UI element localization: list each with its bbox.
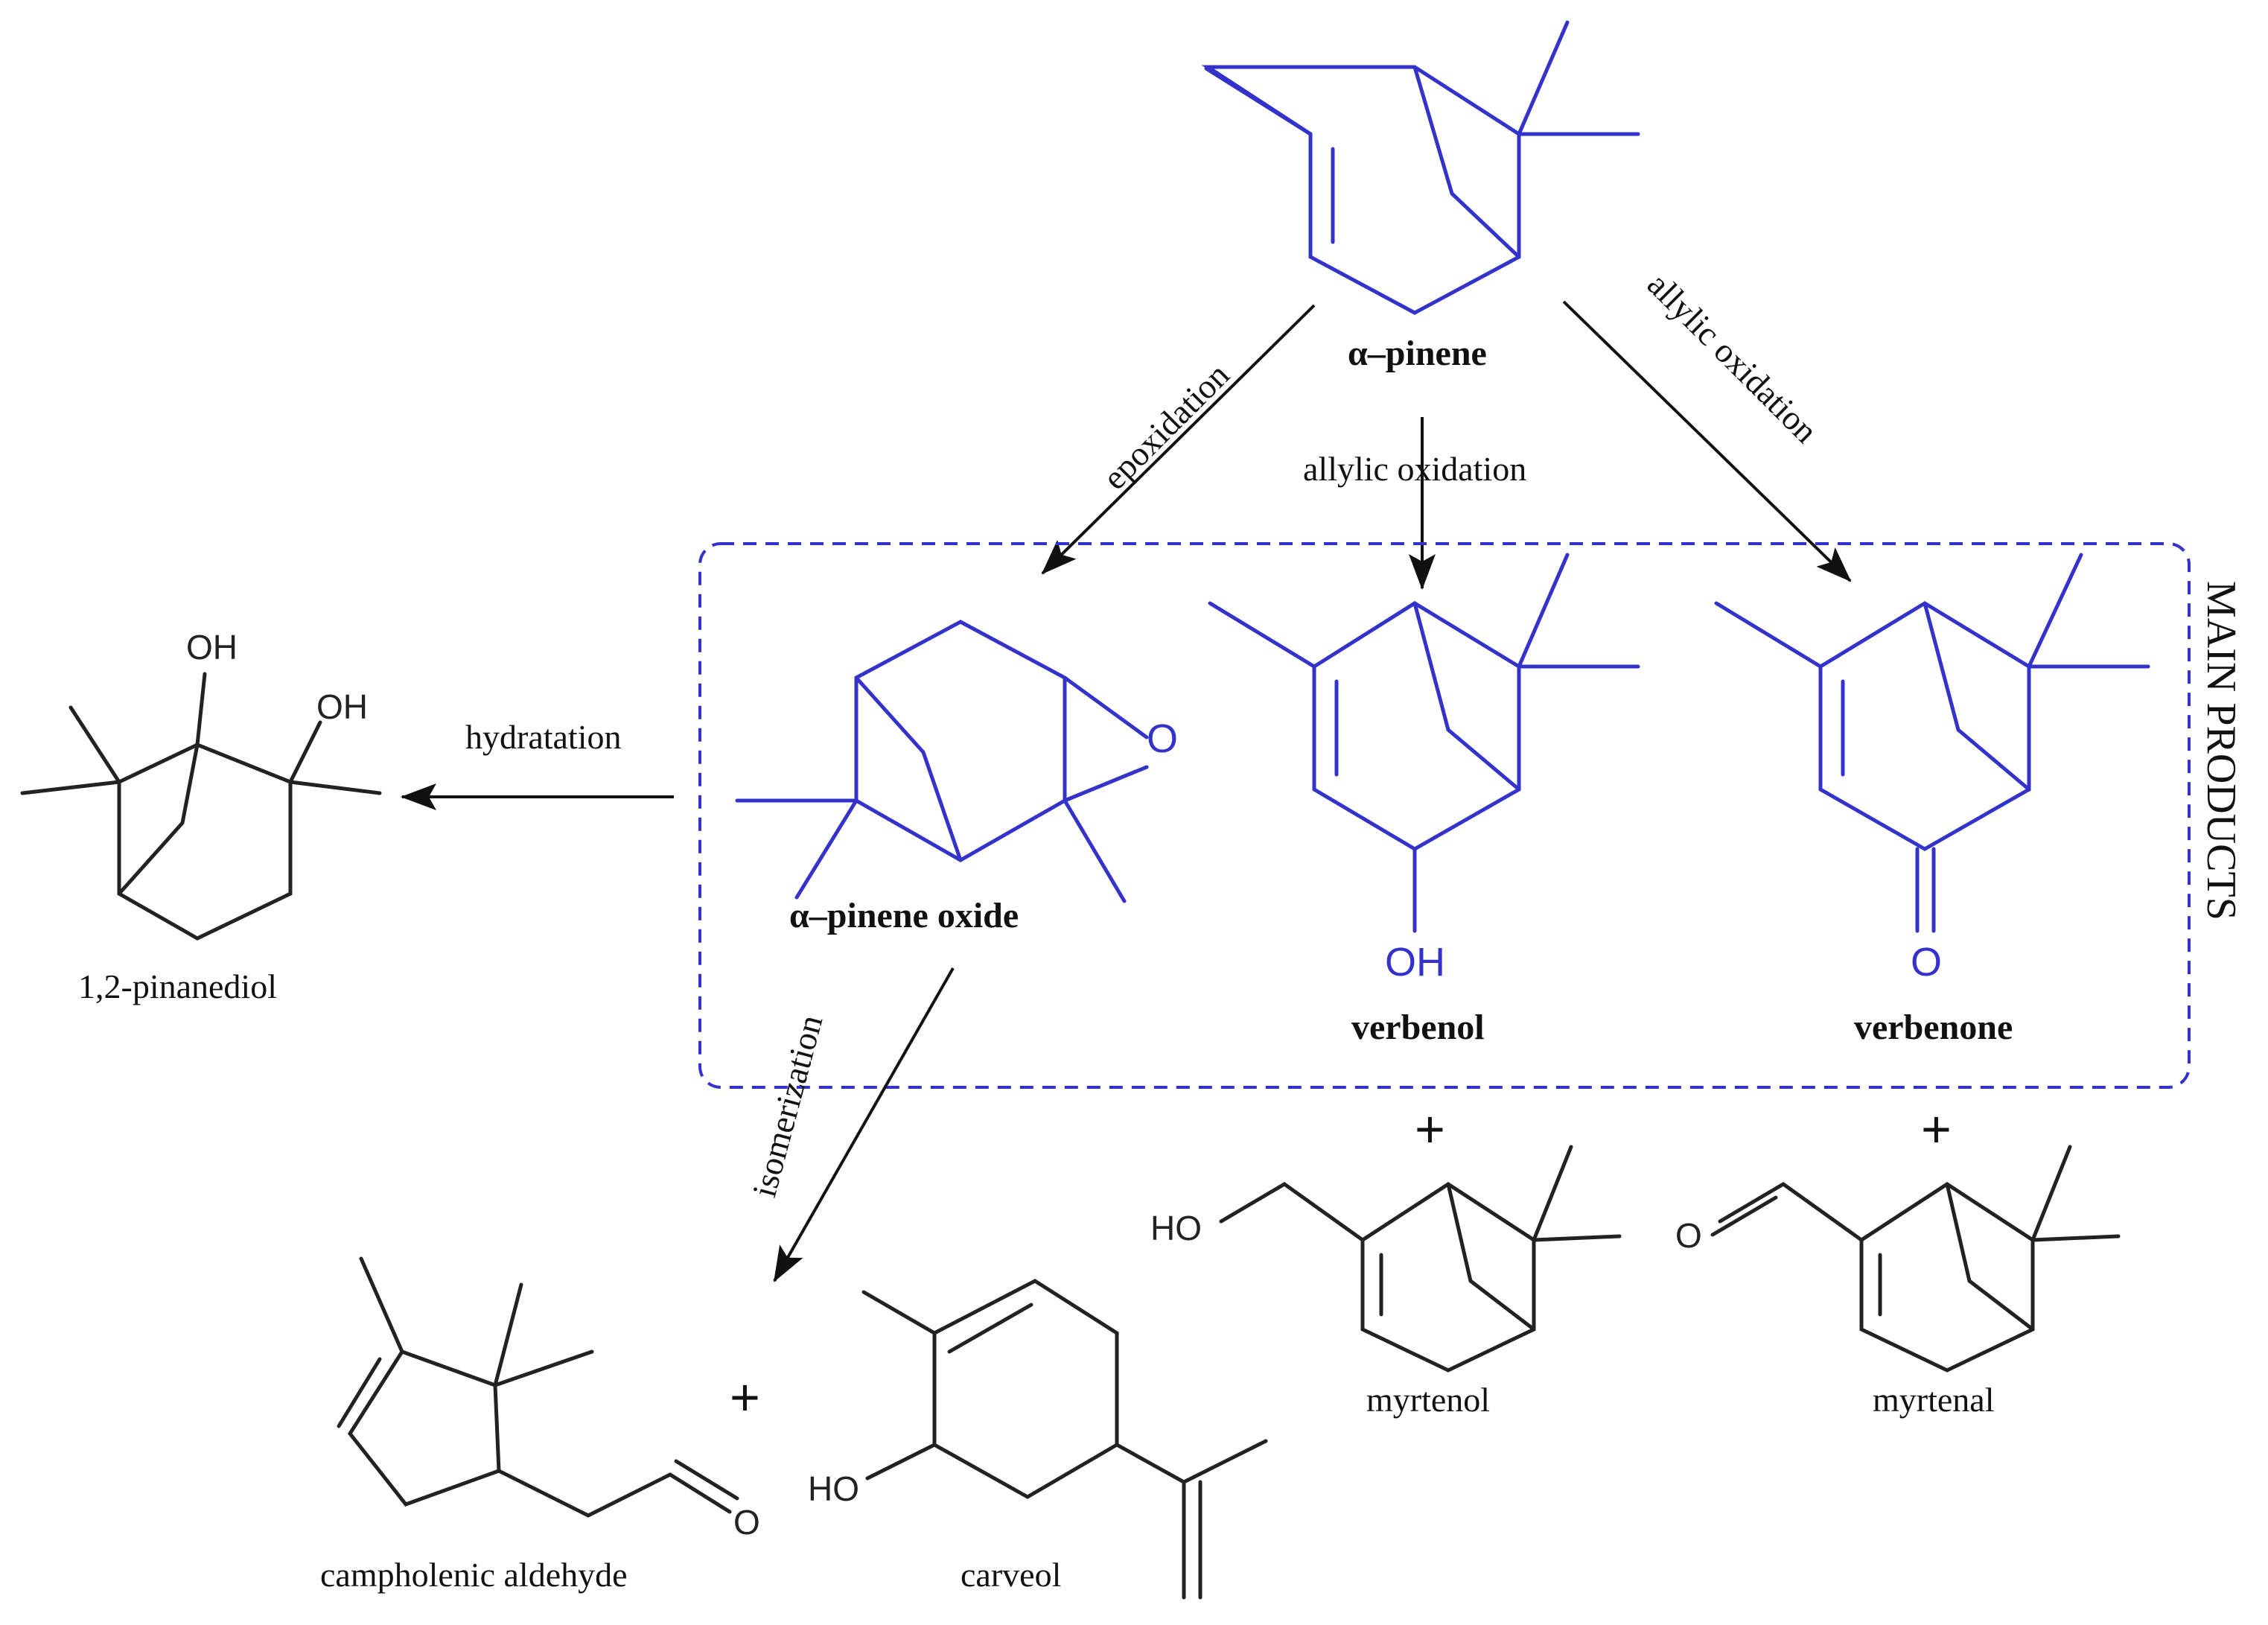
verbenone-structure xyxy=(1714,553,2150,933)
epoxide-oxygen: O xyxy=(1147,716,1178,761)
allylic-oxidation-right-label: allylic oxidation xyxy=(1640,265,1825,450)
isomerization-label: isomerization xyxy=(745,1011,829,1201)
pinanediol-hydroxyl-1: OH xyxy=(186,628,238,667)
pinanediol-label: 1,2-pinanediol xyxy=(78,967,277,1005)
verbenol-label: verbenol xyxy=(1351,1008,1485,1047)
alpha-pinene-label: α–pinene xyxy=(1348,334,1487,373)
hydratation-label: hydratation xyxy=(465,718,622,756)
campholenic-aldehyde-label: campholenic aldehyde xyxy=(320,1556,628,1594)
plus-sign-bottom: + xyxy=(730,1368,760,1426)
myrtenol-hydroxyl: HO xyxy=(1150,1209,1202,1247)
allylic-oxidation-right-arrow xyxy=(1562,300,1852,582)
verbenol-structure xyxy=(1208,553,1640,933)
myrtenal-label: myrtenal xyxy=(1873,1381,1995,1419)
verbenone-label: verbenone xyxy=(1854,1008,2013,1047)
alpha-pinene-structure xyxy=(1201,20,1640,315)
pinanediol-hydroxyl-2: OH xyxy=(316,687,368,726)
aldehyde-oxygen: O xyxy=(733,1503,760,1542)
epoxidation-label: epoxidation xyxy=(1095,355,1237,497)
carveol-structure xyxy=(861,1279,1268,1600)
plus-sign-verbenone: + xyxy=(1921,1100,1952,1158)
alpha-pinene-oxide-label: α–pinene oxide xyxy=(789,896,1019,935)
carveol-label: carveol xyxy=(961,1556,1061,1594)
myrtenol-label: myrtenol xyxy=(1366,1381,1490,1419)
plus-sign-verbenol: + xyxy=(1415,1100,1445,1158)
carveol-hydroxyl: HO xyxy=(808,1469,859,1508)
isomerization-arrow xyxy=(773,967,955,1282)
main-products-label: MAIN PRODUCTS xyxy=(2198,581,2244,920)
alpha-pinene-oxide-structure xyxy=(735,620,1149,903)
campholenic-aldehyde-structure xyxy=(337,1256,739,1518)
main-products-box xyxy=(698,542,2191,1089)
verbenone-oxygen: O xyxy=(1911,940,1942,985)
pinanediol-structure xyxy=(20,672,382,941)
epoxidation-arrow xyxy=(1041,304,1316,575)
allylic-oxidation-center-label: allylic oxidation xyxy=(1303,450,1526,488)
myrtenal-structure xyxy=(1710,1145,2121,1373)
myrtenol-structure xyxy=(1219,1145,1622,1373)
verbenol-hydroxyl: OH xyxy=(1385,940,1445,985)
myrtenal-oxygen: O xyxy=(1675,1216,1702,1255)
